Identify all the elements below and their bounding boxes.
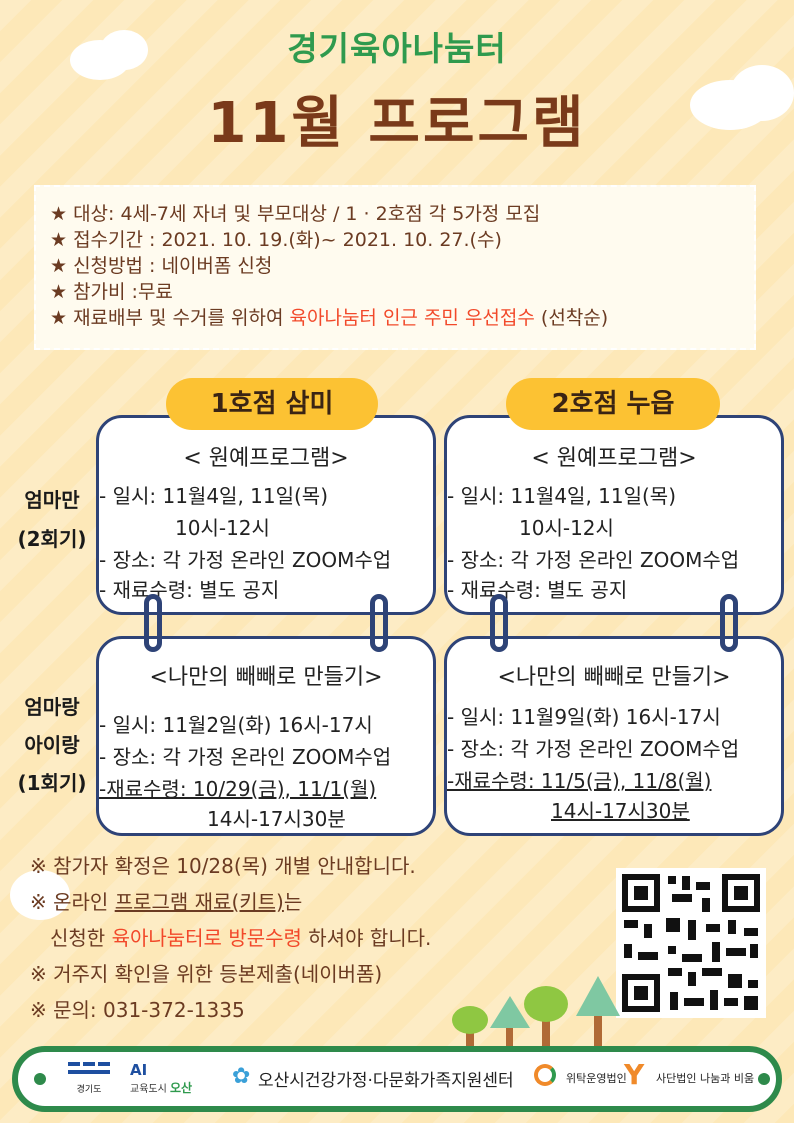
info-fee: ★ 참가비 :무료 — [50, 281, 173, 303]
tree-decoration — [466, 1020, 474, 1050]
tree-decoration — [524, 986, 568, 1022]
info-box: ★ 대상: 4세-7세 자녀 및 부모대상 / 1 · 2호점 각 5가정 모집… — [34, 185, 756, 350]
center-name: 오산시건강가정·다문화가족지원센터 — [258, 1071, 514, 1091]
pepero-date: - 일시: 11월2일(화) 16시-17시 — [99, 713, 373, 737]
note-contact: ※ 문의: 031-372-1335 — [30, 998, 245, 1022]
tree-decoration — [452, 1006, 488, 1034]
info-period: ★ 접수기간 : 2021. 10. 19.(화)~ 2021. 10. 27.… — [50, 229, 502, 251]
pepero-date: - 일시: 11월9일(화) 16시-17시 — [447, 705, 721, 729]
label-mom-only: 엄마만(2회기) — [17, 488, 87, 551]
garden-material: - 재료수령: 별도 공지 — [99, 578, 280, 602]
tree-decoration — [576, 976, 620, 1016]
center-logo-icon — [534, 1064, 556, 1086]
binder-ring — [720, 594, 738, 652]
garden-date: - 일시: 11월4일, 11일(목) — [447, 484, 677, 508]
garden-date: - 일시: 11월4일, 11일(목) — [99, 484, 329, 508]
gyeonggi-logo-icon — [68, 1062, 110, 1074]
garden-time: 10시-12시 — [175, 516, 270, 540]
tree-decoration — [490, 996, 530, 1028]
branch1-pepero-card: <나만의 빼빼로 만들기> - 일시: 11월2일(화) 16시-17시 - 장… — [96, 636, 436, 836]
footer-dot — [758, 1073, 770, 1085]
branch1-tab: 1호점 삼미 — [166, 378, 378, 430]
note-confirm: ※ 참가자 확정은 10/28(목) 개별 안내합니다. — [30, 854, 416, 878]
center-flower-icon: ✿ — [232, 1064, 251, 1089]
branch2-garden-card: < 원예프로그램> - 일시: 11월4일, 11일(목) 10시-12시 - … — [444, 415, 784, 615]
binder-ring — [490, 594, 508, 652]
gyeonggi-logo: 경기도 — [66, 1060, 112, 1095]
footer-bar: 경기도 AI 교육도시 오산 ✿ 오산시건강가정·다문화가족지원센터 위탁운영법… — [12, 1046, 782, 1112]
page-title: 11월 프로그램 — [207, 91, 587, 156]
pepero-place: - 장소: 각 가정 온라인 ZOOM수업 — [99, 745, 392, 769]
cloud-decoration — [730, 65, 794, 121]
pepero-material-time: 14시-17시30분 — [207, 807, 346, 831]
branch2-tab: 2호점 누읍 — [506, 378, 720, 430]
tree-decoration — [594, 1006, 602, 1050]
info-priority: ★ 재료배부 및 수거를 위하여 육아나눔터 인근 주민 우선접수 (선착순) — [50, 307, 609, 329]
consign-label: 위탁운영법인 — [566, 1072, 627, 1085]
binder-ring — [144, 594, 162, 652]
osan-text: 오산 — [170, 1081, 193, 1095]
garden-title: < 원예프로그램> — [531, 446, 697, 471]
garden-time: 10시-12시 — [519, 516, 614, 540]
garden-place: - 장소: 각 가정 온라인 ZOOM수업 — [447, 548, 740, 572]
cloud-decoration — [10, 870, 70, 920]
ai-text: AI — [130, 1061, 148, 1079]
pepero-material: -재료수령: 11/5(금), 11/8(월) — [447, 769, 712, 793]
osan-logo: AI 교육도시 오산 — [130, 1060, 220, 1096]
org-name: 사단법인 나눔과 비움 — [656, 1072, 755, 1085]
cloud-decoration — [100, 30, 148, 70]
pepero-title: <나만의 빼빼로 만들기> — [497, 665, 731, 690]
pepero-material-time: 14시-17시30분 — [551, 799, 690, 823]
garden-place: - 장소: 각 가정 온라인 ZOOM수업 — [99, 548, 392, 572]
info-target: ★ 대상: 4세-7세 자녀 및 부모대상 / 1 · 2호점 각 5가정 모집 — [50, 203, 541, 225]
garden-title: < 원예프로그램> — [183, 446, 349, 471]
note-residence: ※ 거주지 확인을 위한 등본제출(네이버폼) — [30, 962, 383, 986]
pepero-material: -재료수령: 10/29(금), 11/1(월) — [99, 777, 377, 801]
qr-code[interactable] — [616, 868, 766, 1018]
info-method: ★ 신청방법 : 네이버폼 신청 — [50, 255, 273, 277]
branch2-pepero-card: <나만의 빼빼로 만들기> - 일시: 11월9일(화) 16시-17시 - 장… — [444, 636, 784, 836]
page-subtitle: 경기육아나눔터 — [287, 29, 507, 68]
note-kit: ※ 온라인 프로그램 재료(키트)는 — [30, 890, 303, 914]
edu-city-text: 교육도시 — [130, 1084, 167, 1095]
garden-material: - 재료수령: 별도 공지 — [447, 578, 628, 602]
note-pickup: 신청한 육아나눔터로 방문수령 하셔야 합니다. — [50, 926, 432, 950]
binder-ring — [370, 594, 388, 652]
org-logo-icon: Y — [624, 1058, 645, 1091]
branch1-garden-card: < 원예프로그램> - 일시: 11월4일, 11일(목) 10시-12시 - … — [96, 415, 436, 615]
pepero-title: <나만의 빼빼로 만들기> — [149, 665, 383, 690]
tree-decoration — [542, 1008, 550, 1050]
qr-code-icon — [622, 874, 760, 1012]
pepero-place: - 장소: 각 가정 온라인 ZOOM수업 — [447, 737, 740, 761]
footer-dot — [34, 1073, 46, 1085]
gyeonggi-text: 경기도 — [76, 1085, 102, 1095]
tree-decoration — [506, 1022, 513, 1050]
